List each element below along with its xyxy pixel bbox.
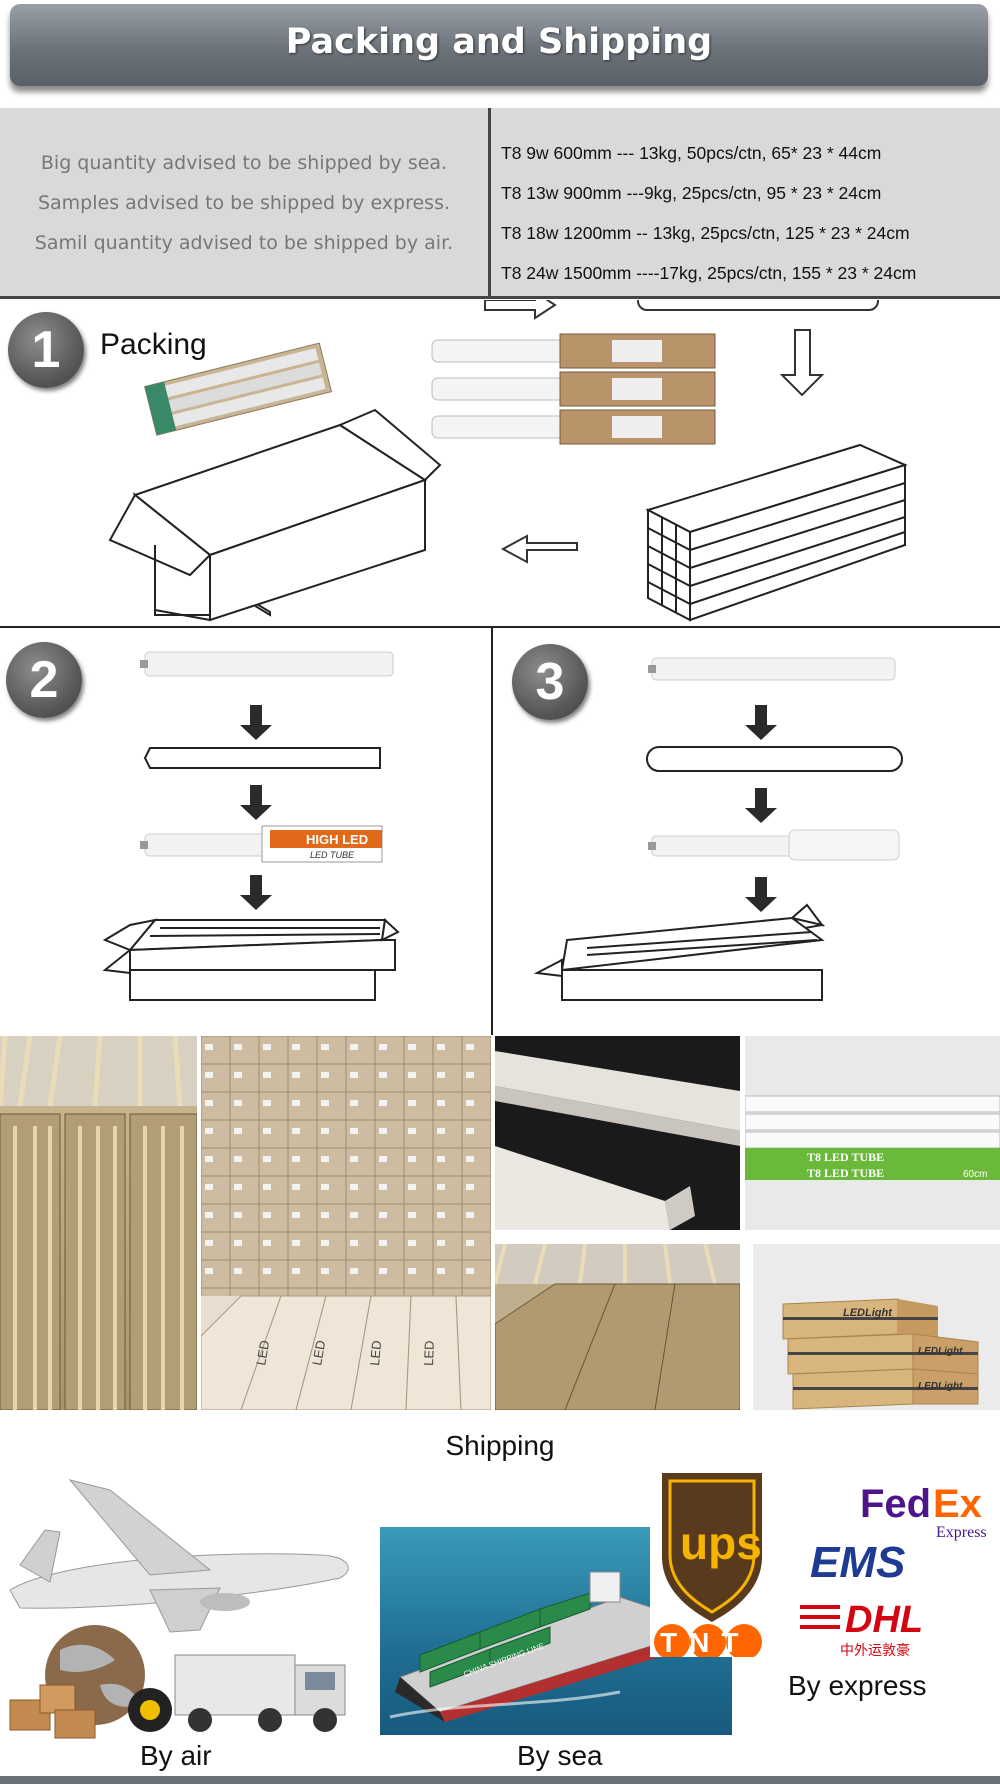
svg-text:EMS: EMS: [810, 1538, 905, 1587]
fedex-logo-icon: Fed Ex Express: [860, 1482, 987, 1541]
arrow-down-icon: [745, 788, 777, 823]
packing-diagram: [108, 300, 908, 622]
advice-air: Samil quantity advised to be shipped by …: [34, 232, 454, 254]
section-divider-vertical: [491, 627, 493, 1035]
header-banner: Packing and Shipping: [10, 4, 988, 86]
step-2-diagram: HIGH LED LED TUBE: [102, 651, 400, 1001]
svg-text:Ex: Ex: [933, 1482, 982, 1526]
arrow-down-icon: [745, 877, 777, 912]
packing-label: Packing: [100, 328, 207, 361]
carton-brand: LEDLight: [918, 1381, 963, 1392]
photo-branded-cartons: LEDLight LEDLight LEDLight: [753, 1244, 1000, 1410]
spec-row: T8 9w 600mm --- 13kg, 50pcs/ctn, 65* 23 …: [501, 143, 882, 163]
footer-bar: [0, 1776, 1000, 1784]
tnt-logo-icon: TNT: [654, 1624, 762, 1657]
arrow-down-icon: [240, 875, 272, 910]
page-title: Packing and Shipping: [285, 22, 713, 62]
box-label: 60cm: [963, 1169, 987, 1180]
advice-express: Samples advised to be shipped by express…: [37, 192, 451, 214]
shipping-advice-panel: Big quantity advised to be shipped by se…: [0, 108, 488, 299]
tube-box-photo: [144, 342, 333, 436]
tube-outline-drawing: [637, 300, 879, 311]
spec-row: T8 13w 900mm ---9kg, 25pcs/ctn, 95 * 23 …: [501, 183, 882, 203]
box-label: T8 LED TUBE: [807, 1166, 884, 1180]
advice-sea: Big quantity advised to be shipped by se…: [40, 152, 448, 174]
sleeve-text: HIGH LED: [306, 832, 368, 847]
spec-row: T8 18w 1200mm -- 13kg, 25pcs/ctn, 125 * …: [501, 223, 910, 243]
svg-text:DHL: DHL: [845, 1599, 923, 1641]
sleeve-subtext: LED TUBE: [310, 850, 355, 860]
spec-row: T8 24w 1500mm ----17kg, 25pcs/ctn, 155 *…: [501, 263, 917, 283]
arrow-down-icon: [745, 705, 777, 740]
cargo-ship-icon: CHINA SHIPPING LINE: [395, 1571, 685, 1722]
sleeved-tubes: [431, 333, 716, 445]
carton-print: LED: [367, 1340, 384, 1367]
arrow-down-icon: [240, 705, 272, 740]
by-air-label: By air: [140, 1740, 212, 1771]
carton-print: LED: [421, 1340, 437, 1366]
shipping-heading: Shipping: [445, 1430, 555, 1461]
ems-logo-icon: EMS: [810, 1538, 905, 1587]
svg-text:TNT: TNT: [660, 1627, 750, 1657]
arrow-right-icon: [484, 300, 557, 320]
truck-icon: [174, 1654, 346, 1732]
carton-print: LED: [309, 1339, 328, 1367]
svg-text:中外运敦豪: 中外运敦豪: [840, 1643, 910, 1657]
photo-tube-rows: [495, 1244, 740, 1410]
cargo-boxes-icon: [9, 1684, 96, 1739]
carton-print: LED: [253, 1339, 272, 1367]
by-sea-label: By sea: [517, 1740, 603, 1771]
open-carton-drawing: [108, 408, 442, 622]
svg-text:Express: Express: [936, 1524, 987, 1541]
svg-text:Fed: Fed: [860, 1482, 931, 1526]
photo-labelled-tube-boxes: T8 LED TUBE T8 LED TUBE 60cm: [745, 1036, 1000, 1230]
spec-panel: T8 9w 600mm --- 13kg, 50pcs/ctn, 65* 23 …: [491, 108, 1000, 299]
arrow-left-icon: [500, 534, 578, 564]
photo-white-boxes: [495, 1036, 740, 1230]
svg-text:ups: ups: [680, 1517, 762, 1569]
photo-tubes-in-cartons: [0, 1036, 197, 1410]
airplane-icon: [9, 1479, 349, 1633]
panel-divider: [488, 108, 491, 299]
tube-bundle-drawing: [645, 443, 908, 622]
by-express-label: By express: [788, 1670, 927, 1701]
box-label: T8 LED TUBE: [807, 1150, 884, 1164]
step-badge-2: 2: [6, 642, 82, 718]
carton-brand: LEDLight: [918, 1346, 963, 1357]
step-3-diagram: [533, 657, 903, 1001]
arrow-down-icon: [240, 785, 272, 820]
step-badge-1: 1: [8, 312, 84, 388]
dhl-logo-icon: DHL 中外运敦豪: [800, 1599, 1000, 1657]
express-carriers-panel: ups Fed Ex Express EMS DHL 中外运敦豪 TNT: [650, 1467, 1000, 1657]
air-freight-illustration: [0, 1470, 375, 1740]
arrow-down-icon: [779, 329, 825, 397]
ups-logo-icon: ups: [662, 1473, 762, 1622]
step-badge-3: 3: [512, 644, 588, 720]
photo-carton-wall: LED LED LED LED: [201, 1036, 491, 1410]
carton-brand: LEDLight: [843, 1307, 893, 1319]
section-divider: [0, 626, 1000, 628]
